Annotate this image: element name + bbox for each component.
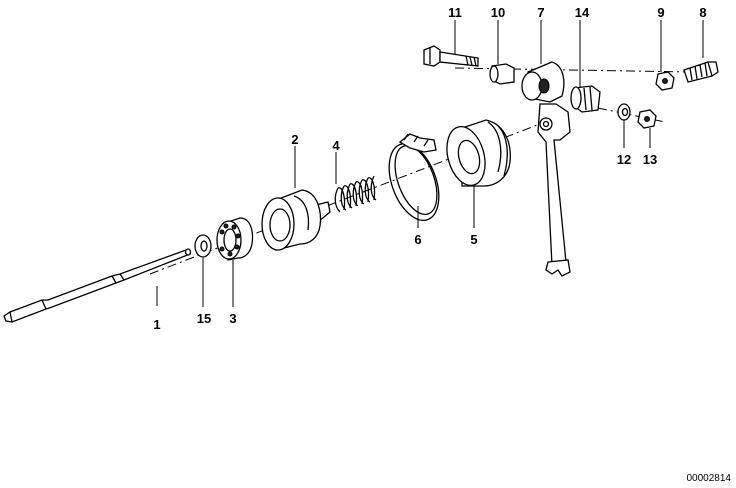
label-part-14: 14 (575, 5, 590, 20)
label-part-10: 10 (491, 5, 505, 20)
part-8-adjusting-screw (683, 61, 719, 83)
part-15-washer (194, 234, 212, 258)
part-7-release-lever (521, 61, 571, 277)
part-5-boot (446, 119, 511, 187)
label-part-1: 1 (153, 317, 160, 332)
label-part-3: 3 (229, 311, 236, 326)
part-11-bolt (423, 45, 479, 67)
label-part-5: 5 (470, 232, 477, 247)
document-id: 00002814 (687, 473, 732, 484)
part-4-spring (334, 175, 377, 213)
label-part-6: 6 (414, 232, 421, 247)
part-1-shaft (3, 248, 192, 323)
part-10-bushing (489, 63, 515, 85)
label-part-9: 9 (657, 5, 664, 20)
part-9-nut (655, 71, 675, 91)
part-3-bearing (216, 217, 254, 261)
label-part-11: 11 (448, 5, 462, 20)
label-part-7: 7 (537, 5, 544, 20)
leader-lines (156, 20, 704, 307)
part-12-washer (617, 103, 631, 121)
part-14-needle-bearing (570, 85, 601, 113)
part-13-nut (637, 109, 657, 129)
label-part-2: 2 (291, 132, 298, 147)
label-part-15: 15 (197, 311, 211, 326)
label-part-12: 12 (617, 152, 631, 167)
label-part-13: 13 (643, 152, 657, 167)
label-part-4: 4 (332, 138, 340, 153)
label-part-8: 8 (699, 5, 706, 20)
part-6-clamp (388, 133, 440, 221)
part-2-sleeve (261, 189, 331, 251)
